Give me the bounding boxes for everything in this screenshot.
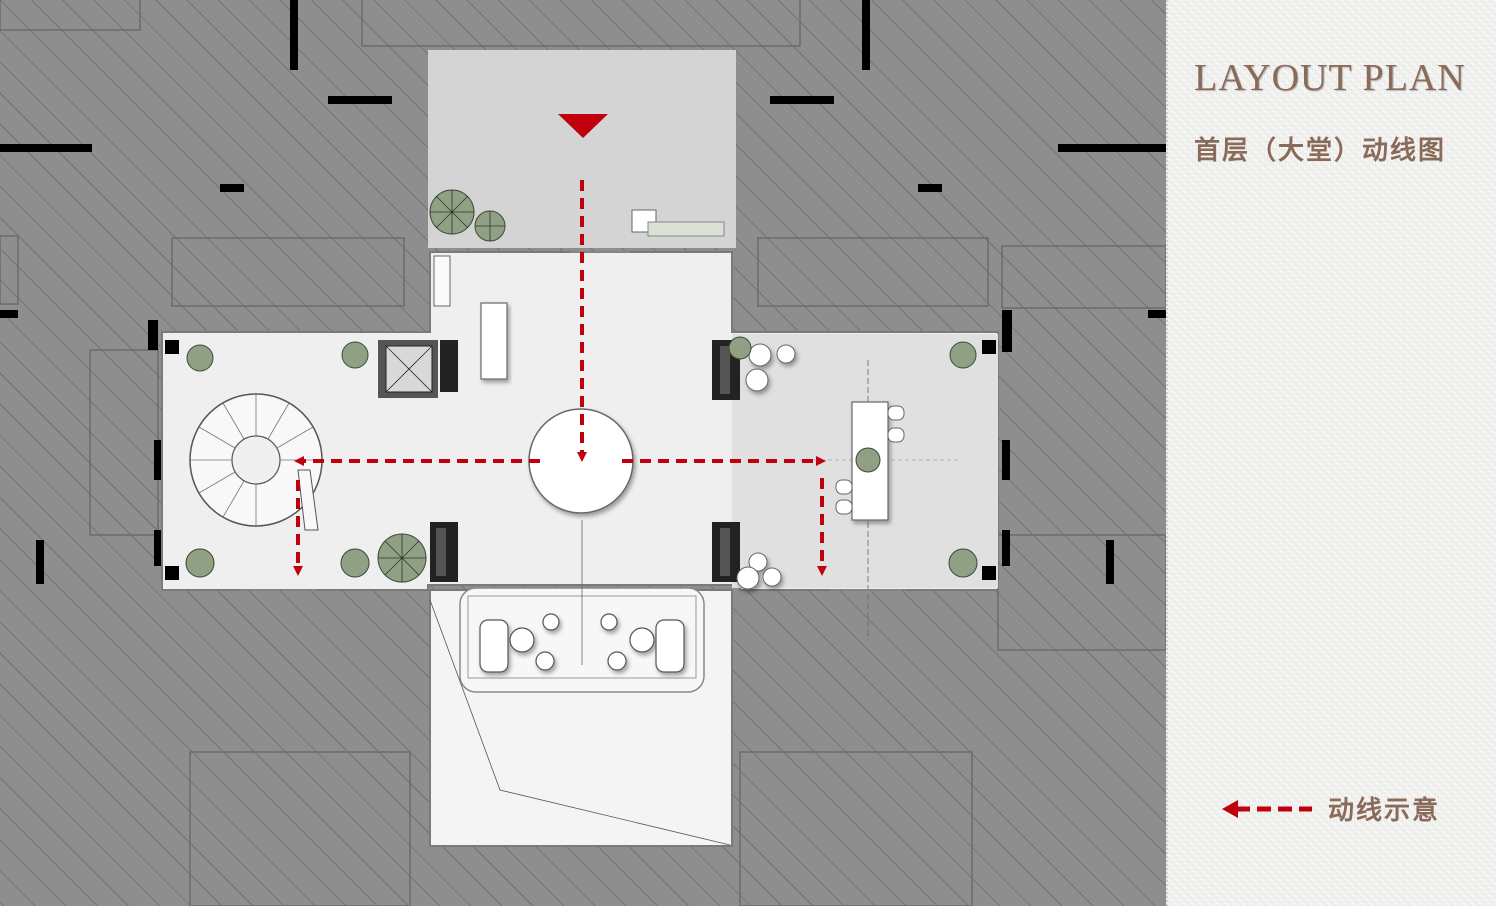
wall-fragments: [0, 0, 1166, 584]
legend-label: 动线示意: [1328, 796, 1441, 826]
side-panel: LAYOUT PLAN 首层（大堂）动线图 动线示意: [1166, 0, 1496, 906]
plants: [185, 189, 978, 583]
wall-panel: [433, 255, 451, 307]
floor-plan: [0, 0, 1166, 906]
page-title: LAYOUT PLAN: [1194, 57, 1466, 99]
corner-posts: [165, 340, 996, 580]
sofa-right: [655, 619, 685, 673]
lounge-furniture: [479, 613, 685, 673]
dashed-arrow-icon: [1222, 799, 1312, 818]
circulation-route: [293, 180, 827, 576]
sofa-left: [479, 619, 509, 673]
coffee-table-right: [629, 627, 655, 653]
legend: 动线示意: [1222, 790, 1440, 827]
reception-desk: [480, 302, 508, 380]
entrance-triangle-icon: [558, 114, 608, 138]
entrance-bench: [631, 209, 725, 237]
neighbor-outlines: [0, 0, 1166, 906]
round-chairs: [736, 343, 796, 590]
page-subtitle: 首层（大堂）动线图: [1194, 136, 1447, 166]
coffee-table-left: [509, 627, 535, 653]
column-left-upper: [440, 340, 458, 392]
elevator: [378, 340, 438, 398]
